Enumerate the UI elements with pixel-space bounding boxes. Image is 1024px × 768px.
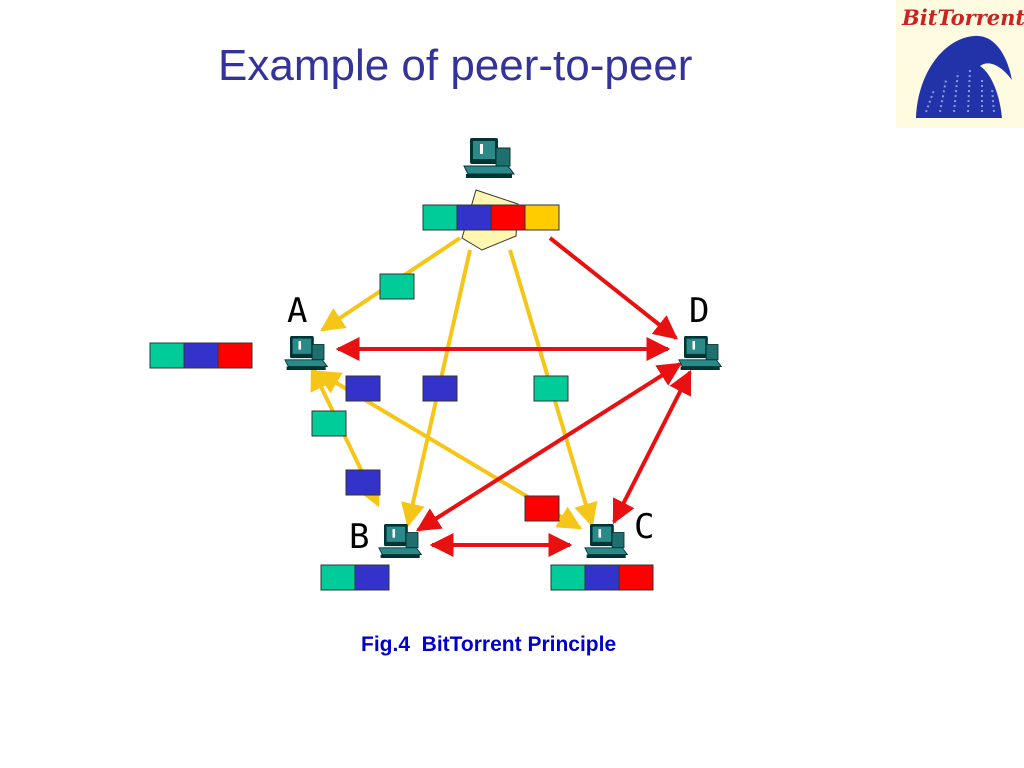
piece-blue: [456, 204, 492, 231]
transit-piece-teal: [533, 375, 569, 402]
transit-piece-blue: [345, 469, 381, 496]
peer-b-label: B: [349, 517, 369, 557]
logo-text: BitTorrent: [902, 5, 1024, 30]
piece-teal: [149, 342, 185, 369]
transit-piece-teal: [311, 410, 347, 437]
transit-piece-blue: [422, 375, 458, 402]
piece-blue: [584, 564, 620, 591]
peer-d-computer-icon: [678, 335, 722, 371]
piece-teal: [422, 204, 458, 231]
peer-c-label: C: [634, 507, 654, 547]
piece-red: [490, 204, 526, 231]
peer-c-pieces: [550, 564, 654, 591]
peer-a-label: A: [287, 291, 307, 331]
transit-piece-red: [524, 495, 560, 522]
transit-pieces: [311, 273, 569, 522]
piece-blue: [354, 564, 390, 591]
peer-links: [335, 236, 692, 557]
transit-piece-teal: [379, 273, 415, 300]
peer-d-label: D: [689, 291, 709, 331]
peer-a-pieces: [149, 342, 253, 369]
peer-a-computer-icon: [284, 335, 328, 371]
transit-piece-blue: [345, 375, 381, 402]
link-seed-d: [548, 236, 678, 340]
piece-blue: [183, 342, 219, 369]
piece-teal: [550, 564, 586, 591]
piece-red: [618, 564, 654, 591]
link-c-d: [612, 369, 692, 525]
piece-yellow: [524, 204, 560, 231]
seed-computer-icon: [463, 137, 515, 179]
piece-teal: [320, 564, 356, 591]
piece-red: [217, 342, 253, 369]
bittorrent-logo: BitTorrent: [896, 0, 1024, 128]
seed-file-pieces: [422, 204, 560, 231]
peer-c-computer-icon: [584, 523, 628, 559]
bittorrent-wave-logo-icon: [896, 0, 1024, 128]
figure-caption: Fig.4 BitTorrent Principle: [361, 633, 617, 656]
slide-title: Example of peer-to-peer: [218, 41, 693, 90]
peer-b-pieces: [320, 564, 390, 591]
peer-b-computer-icon: [378, 523, 422, 559]
